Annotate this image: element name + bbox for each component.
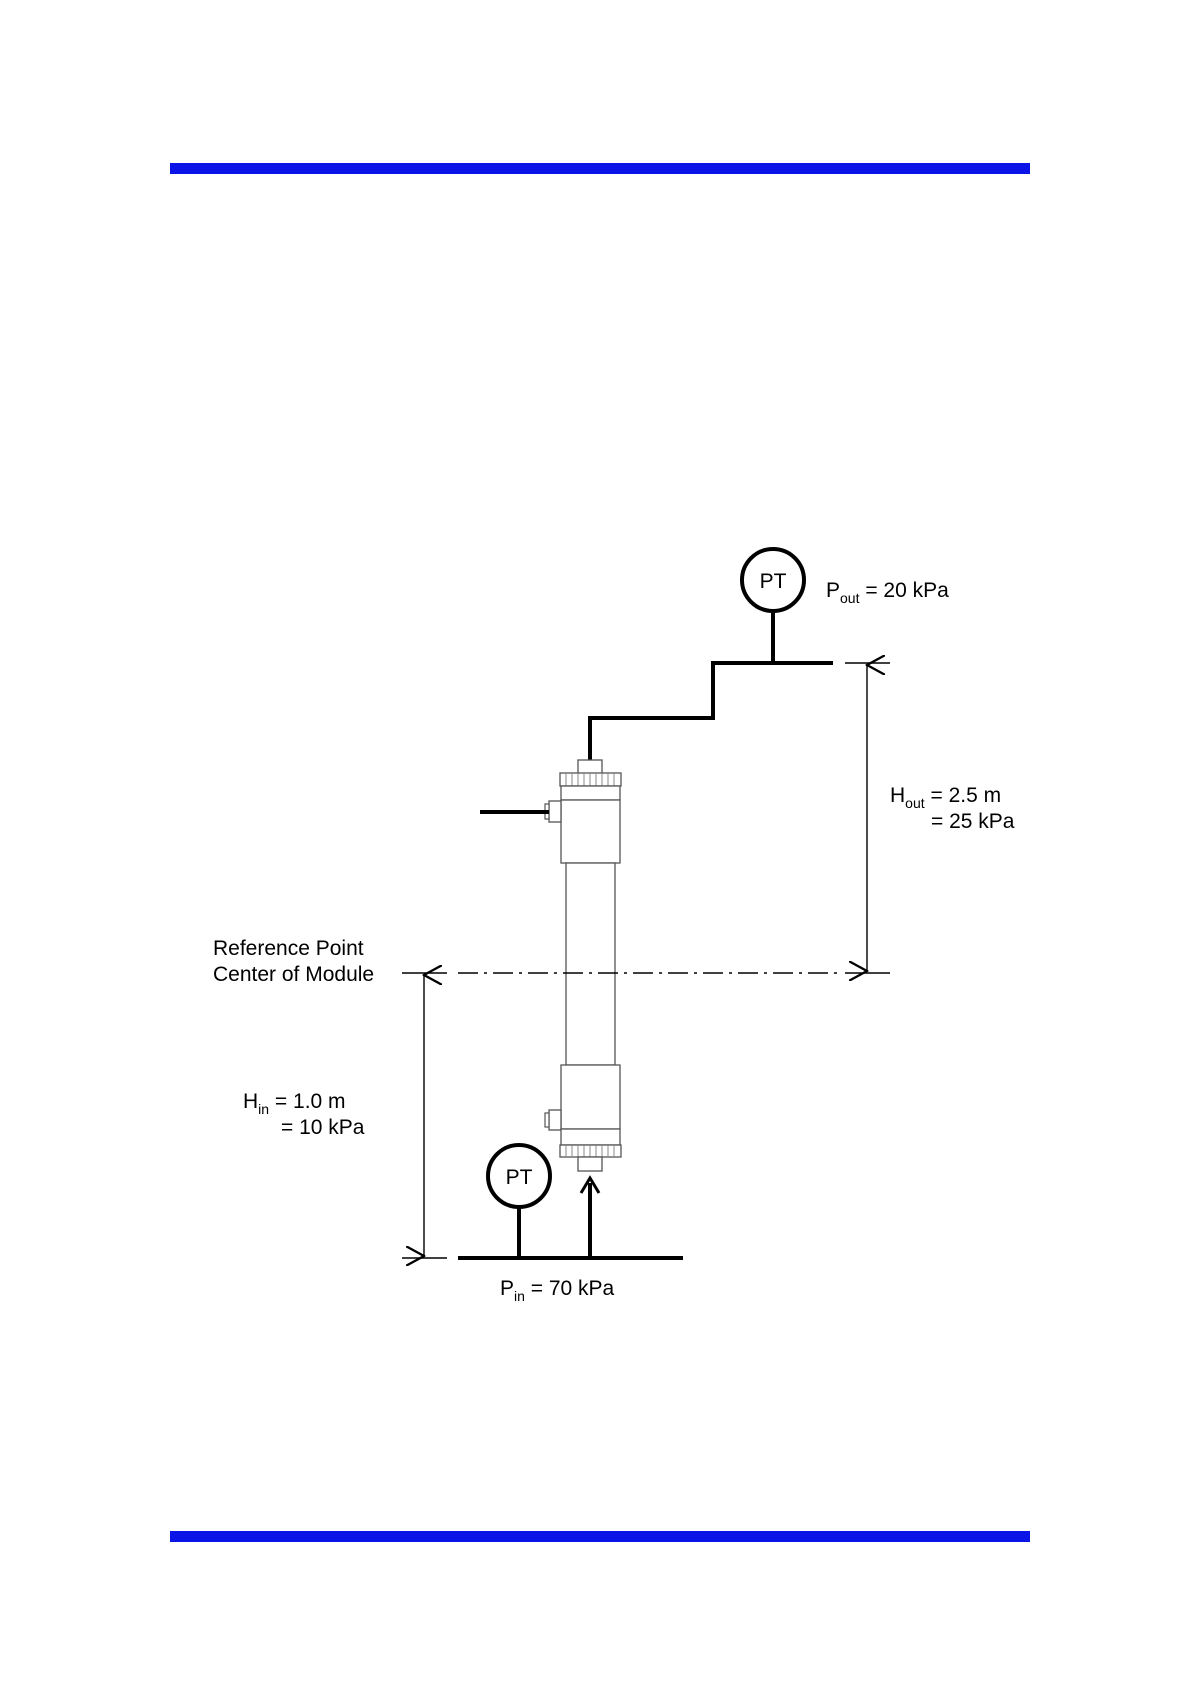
uf-module — [545, 760, 621, 1171]
h-in-pressure: = 10 kPa — [281, 1116, 365, 1139]
p-out-label: Pout = 20 kPa — [826, 579, 949, 606]
pt-bottom-label: PT — [506, 1166, 533, 1189]
pressure-transmitter-top: PT — [742, 549, 804, 663]
h-in-label: Hin = 1.0 m — [243, 1090, 346, 1117]
h-out-pressure: = 25 kPa — [931, 810, 1015, 833]
h-in-dimension — [402, 973, 447, 1258]
reference-center-label: Center of Module — [213, 963, 374, 986]
outlet-pipe — [590, 663, 833, 760]
p-in-label: Pin = 70 kPa — [500, 1277, 615, 1304]
reference-point-label: Reference Point — [213, 937, 364, 960]
pt-top-label: PT — [760, 570, 787, 593]
pressure-transmitter-bottom: PT — [488, 1145, 550, 1258]
h-out-dimension — [845, 663, 890, 973]
h-out-label: Hout = 2.5 m — [890, 784, 1001, 811]
